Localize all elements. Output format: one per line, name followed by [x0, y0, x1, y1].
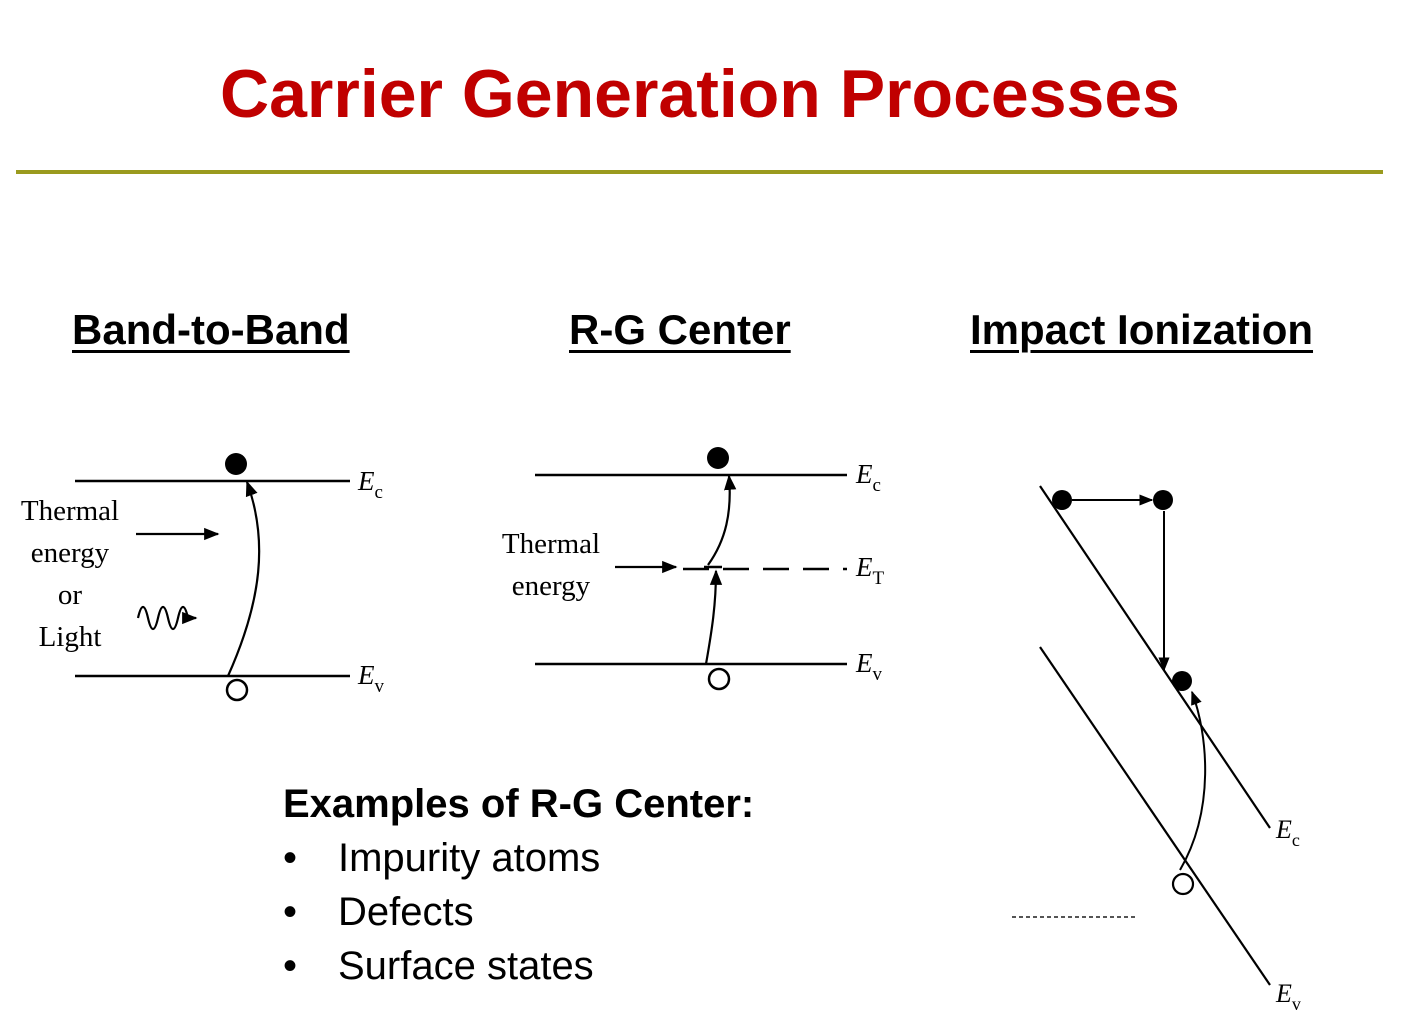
- examples-title: Examples of R-G Center:: [283, 782, 755, 826]
- ev-label: Ev: [1275, 979, 1301, 1014]
- heading-band-to-band: Band-to-Band: [72, 306, 350, 353]
- et-label: ET: [855, 552, 885, 589]
- list-item: Impurity atoms: [283, 831, 754, 885]
- impact-ionization-diagram: Ec Ev: [1012, 485, 1301, 1014]
- title-divider: [16, 170, 1383, 174]
- side-label-or: or: [58, 579, 83, 611]
- ec-label: Ec: [357, 466, 383, 503]
- ec-label: Ec: [1275, 815, 1300, 850]
- generation-arrow: [1179, 690, 1207, 871]
- side-label-energy: energy: [512, 570, 591, 602]
- hole-circle: [707, 667, 731, 691]
- list-item: Surface states: [283, 939, 754, 993]
- examples-block: Examples of R-G Center: Impurity atoms D…: [283, 782, 754, 993]
- electron-dot: [225, 453, 247, 475]
- slide-title: Carrier Generation Processes: [219, 56, 1181, 132]
- trap-to-conduction-arrow: [707, 474, 737, 566]
- heading-impact-ionization: Impact Ionization: [970, 306, 1314, 353]
- examples-list: Impurity atoms Defects Surface states: [283, 831, 754, 993]
- ev-label: Ev: [855, 648, 883, 685]
- side-label-light: Light: [39, 621, 102, 653]
- conduction-band-line: [1039, 485, 1271, 829]
- side-label-thermal: Thermal: [502, 528, 600, 560]
- electron-dot: [707, 447, 729, 469]
- side-label-energy: energy: [31, 537, 110, 569]
- hole-circle: [1171, 872, 1195, 896]
- light-wave-icon: [136, 605, 198, 631]
- hole-circle: [225, 678, 249, 702]
- heading-rg-center: R-G Center: [569, 306, 791, 353]
- valence-to-trap-arrow: [704, 569, 723, 665]
- band-to-band-diagram: Thermal energy or Light Ec Ev: [21, 453, 385, 702]
- ec-label: Ec: [855, 459, 881, 496]
- ev-label: Ev: [357, 660, 385, 697]
- list-item: Defects: [283, 885, 754, 939]
- rg-center-diagram: Thermal energy Ec ET Ev: [502, 447, 885, 691]
- electron-dot-high: [1153, 490, 1173, 510]
- excitation-arrow: [226, 480, 261, 677]
- electron-dot-relaxed: [1172, 671, 1192, 691]
- electron-dot-start: [1052, 490, 1072, 510]
- side-label-thermal: Thermal: [21, 495, 119, 527]
- valence-band-line: [1039, 646, 1271, 986]
